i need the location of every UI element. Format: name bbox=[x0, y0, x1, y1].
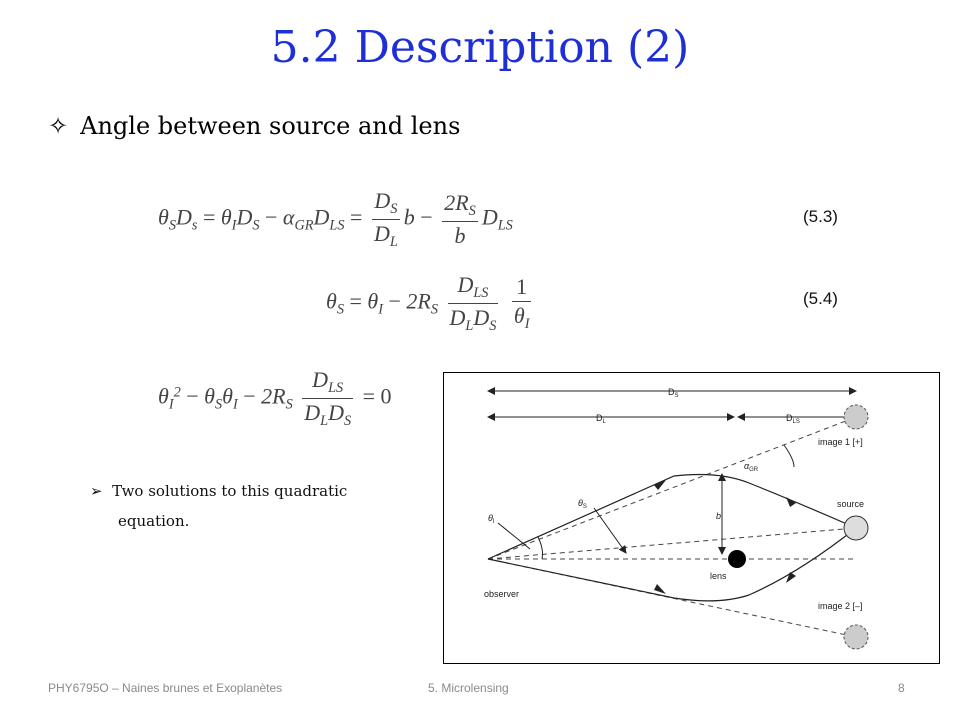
light-path-lower bbox=[487, 527, 857, 602]
solution-line-2: equation. bbox=[118, 512, 190, 530]
theta-s-label: θS bbox=[578, 498, 587, 510]
footer-page-number: 8 bbox=[898, 681, 905, 695]
footer-chapter: 5. Microlensing bbox=[428, 681, 509, 695]
footer-course: PHY6795O – Naines brunes et Exoplanètes bbox=[48, 681, 283, 695]
slide-title: 5.2 Description (2) bbox=[270, 22, 690, 73]
theta-s-pointer bbox=[593, 507, 627, 554]
observer-label: observer bbox=[484, 589, 519, 599]
image2-marker bbox=[843, 624, 869, 650]
solution-note: ➢ Two solutions to this quadratic equati… bbox=[90, 476, 347, 536]
path-arrow-4 bbox=[786, 572, 796, 583]
lens-marker bbox=[728, 550, 746, 568]
arrow-bullet-icon: ➢ bbox=[90, 482, 103, 500]
path-arrow-3 bbox=[654, 584, 666, 594]
lensing-diagram-svg: DS DL DLS b bbox=[484, 387, 869, 650]
b-label: b bbox=[716, 511, 721, 521]
dls-label: DLS bbox=[786, 413, 800, 425]
path-arrow-1 bbox=[654, 480, 666, 490]
light-path-upper bbox=[487, 473, 857, 560]
equation-number-5-3: (5.3) bbox=[803, 207, 838, 226]
path-arrow-2 bbox=[786, 497, 796, 507]
image1-label: image 1 [+] bbox=[818, 437, 863, 447]
image1-marker bbox=[843, 404, 869, 430]
source-marker bbox=[843, 515, 869, 541]
star-bullet-icon: ✧ bbox=[48, 112, 69, 140]
theta-i-arc bbox=[537, 536, 543, 560]
image2-label: image 2 [–] bbox=[818, 601, 863, 611]
alpha-gr-arc bbox=[783, 444, 795, 468]
equation-number-5-4: (5.4) bbox=[803, 289, 838, 308]
source-label: source bbox=[837, 499, 864, 509]
lensing-diagram: DS DL DLS b bbox=[443, 372, 940, 664]
lens-label: lens bbox=[710, 571, 727, 581]
ds-label: DS bbox=[668, 387, 679, 399]
dl-label: DL bbox=[596, 413, 607, 425]
solution-line-1: Two solutions to this quadratic bbox=[112, 482, 348, 500]
bullet-text: Angle between source and lens bbox=[80, 112, 461, 140]
theta-i-label: θI bbox=[488, 513, 495, 525]
theta-i-pointer bbox=[497, 522, 531, 550]
sightline-source bbox=[487, 527, 857, 560]
bullet-angle: ✧ Angle between source and lens bbox=[48, 112, 460, 140]
alpha-gr-label: αGR bbox=[744, 461, 759, 473]
sightline-image1 bbox=[487, 416, 857, 560]
